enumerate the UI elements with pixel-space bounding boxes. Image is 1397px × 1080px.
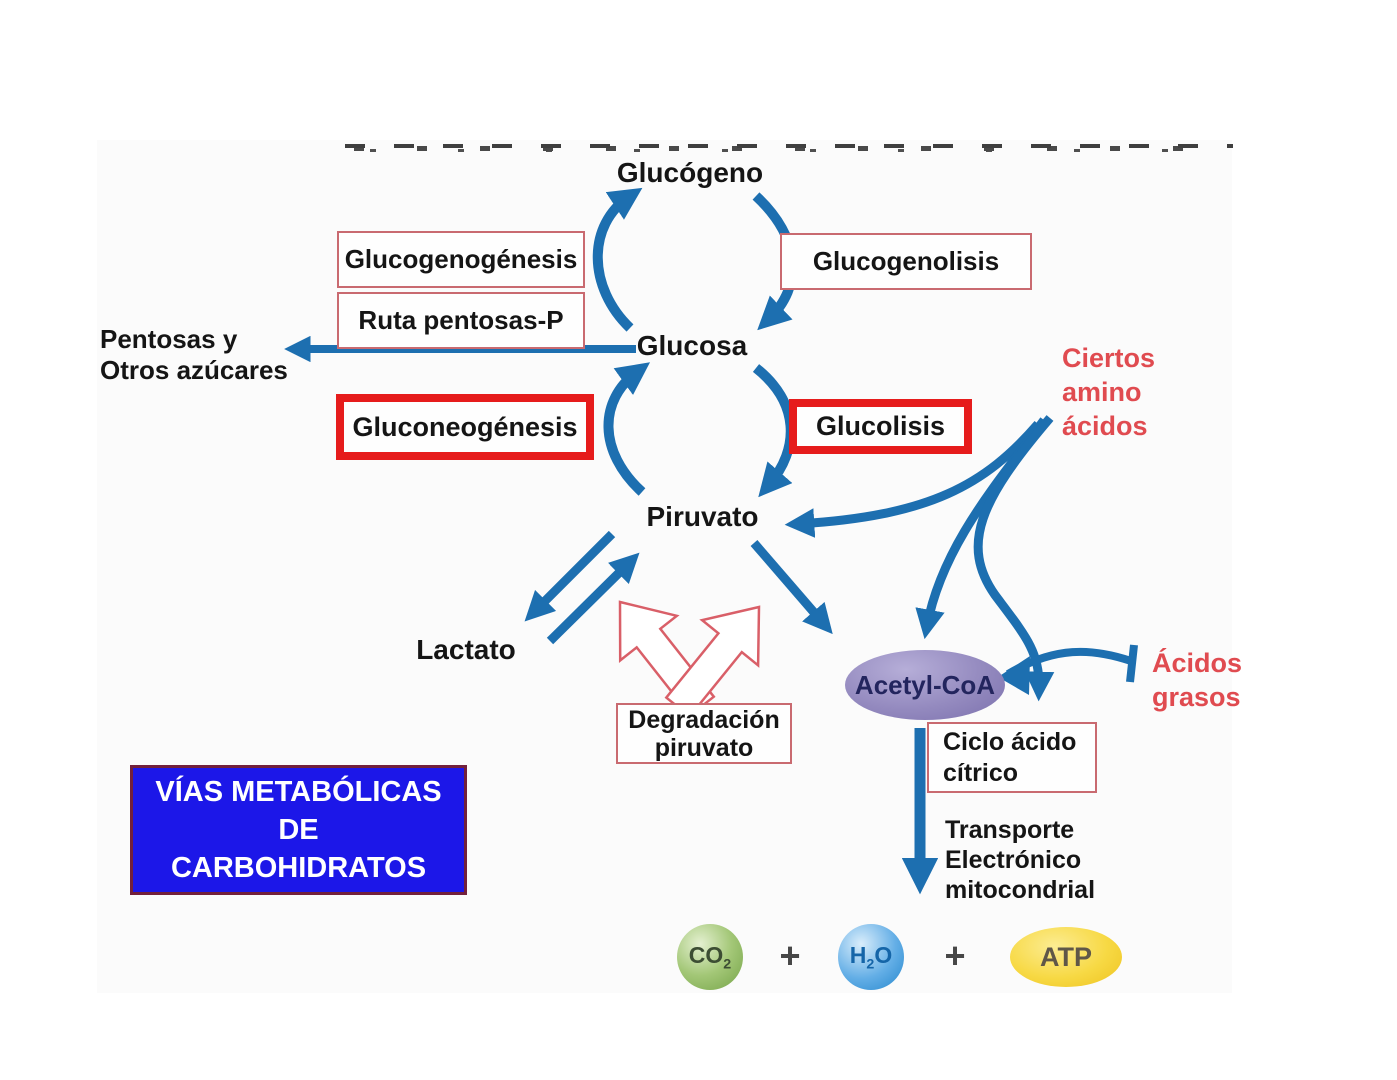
- label-transporte: Transporte Electrónico mitocondrial: [945, 815, 1095, 905]
- arrow-glucosa-to-piruvato: [752, 364, 796, 498]
- box-degradacion-piruvato: Degradación piruvato: [616, 703, 792, 764]
- box-degradacion-line2: piruvato: [654, 733, 754, 762]
- tbar-acidosgrasos: [1126, 644, 1138, 683]
- product-atp: ATP: [1010, 927, 1122, 987]
- box-glucolisis: Glucolisis: [789, 399, 972, 454]
- title-line1: VÍAS METABÓLICAS: [155, 776, 442, 808]
- box-ruta-pentosas: Ruta pentosas-P: [337, 292, 585, 349]
- label-acidos-grasos: Ácidos grasos: [1152, 646, 1242, 714]
- plus-sign-1: +: [779, 935, 801, 976]
- arrow-glucosa-to-glucogeno: [592, 187, 643, 332]
- h2o-formula: H2O: [849, 941, 893, 973]
- box-glucogenogenesis: Glucogenogénesis: [337, 231, 585, 288]
- arrow-aminoacidos-to-piruvato: [784, 421, 1042, 538]
- box-degradacion-line1: Degradación: [628, 705, 780, 734]
- label-ciertos-line3: ácidos: [1062, 411, 1148, 441]
- product-co2: CO2: [677, 924, 743, 990]
- arrowhead-into-acetylcoa-from-grasos: [998, 656, 1030, 695]
- box-gluconeogenesis: Gluconeogénesis: [336, 394, 594, 460]
- title-box: VÍAS METABÓLICAS DE CARBOHIDRATOS: [130, 765, 467, 895]
- node-lactato: Lactato: [416, 634, 516, 665]
- label-grasos-line1: Ácidos: [1152, 648, 1243, 678]
- title-line3: CARBOHIDRATOS: [170, 852, 427, 884]
- box-ciclo-citrico: Ciclo ácido cítrico: [927, 722, 1097, 793]
- node-glucosa: Glucosa: [636, 330, 748, 361]
- product-h2o: H2O: [838, 924, 904, 990]
- plus-sign-2: +: [944, 935, 966, 976]
- box-ciclo-line2: cítrico: [943, 758, 1019, 787]
- label-grasos-line2: grasos: [1152, 682, 1241, 712]
- cropped-text-artifact-strip: [345, 144, 1233, 154]
- label-pentosas: Pentosas y Otros azúcares: [100, 324, 288, 386]
- co2-formula: CO2: [688, 941, 732, 973]
- label-transporte-line1: Transporte: [945, 816, 1075, 844]
- label-pentosas-line2: Otros azúcares: [100, 355, 288, 385]
- arrow-lactato-to-piruvato: [546, 552, 640, 645]
- box-ciclo-line1: Ciclo ácido: [943, 727, 1077, 756]
- arrow-piruvato-to-lactato: [524, 530, 616, 622]
- label-transporte-line2: Electrónico: [945, 846, 1082, 874]
- label-ciertos-line1: Ciertos: [1062, 343, 1156, 373]
- title-line2: DE: [278, 814, 319, 846]
- node-acetyl-coa: Acetyl-CoA: [845, 650, 1005, 720]
- label-transporte-line3: mitocondrial: [945, 876, 1096, 904]
- node-piruvato: Piruvato: [646, 501, 759, 532]
- node-glucogeno: Glucógeno: [616, 157, 764, 188]
- label-pentosas-line1: Pentosas y: [100, 324, 238, 354]
- box-glucogenolisis: Glucogenolisis: [780, 233, 1032, 290]
- label-ciertos-line2: amino: [1062, 377, 1142, 407]
- arrow-piruvato-to-glucosa: [603, 362, 651, 496]
- arrow-piruvato-to-acetylcoa: [750, 540, 833, 635]
- arrow-aminoacidos-to-ciclo: [973, 415, 1055, 702]
- label-ciertos-aminoacidos: Ciertos amino ácidos: [1062, 341, 1155, 443]
